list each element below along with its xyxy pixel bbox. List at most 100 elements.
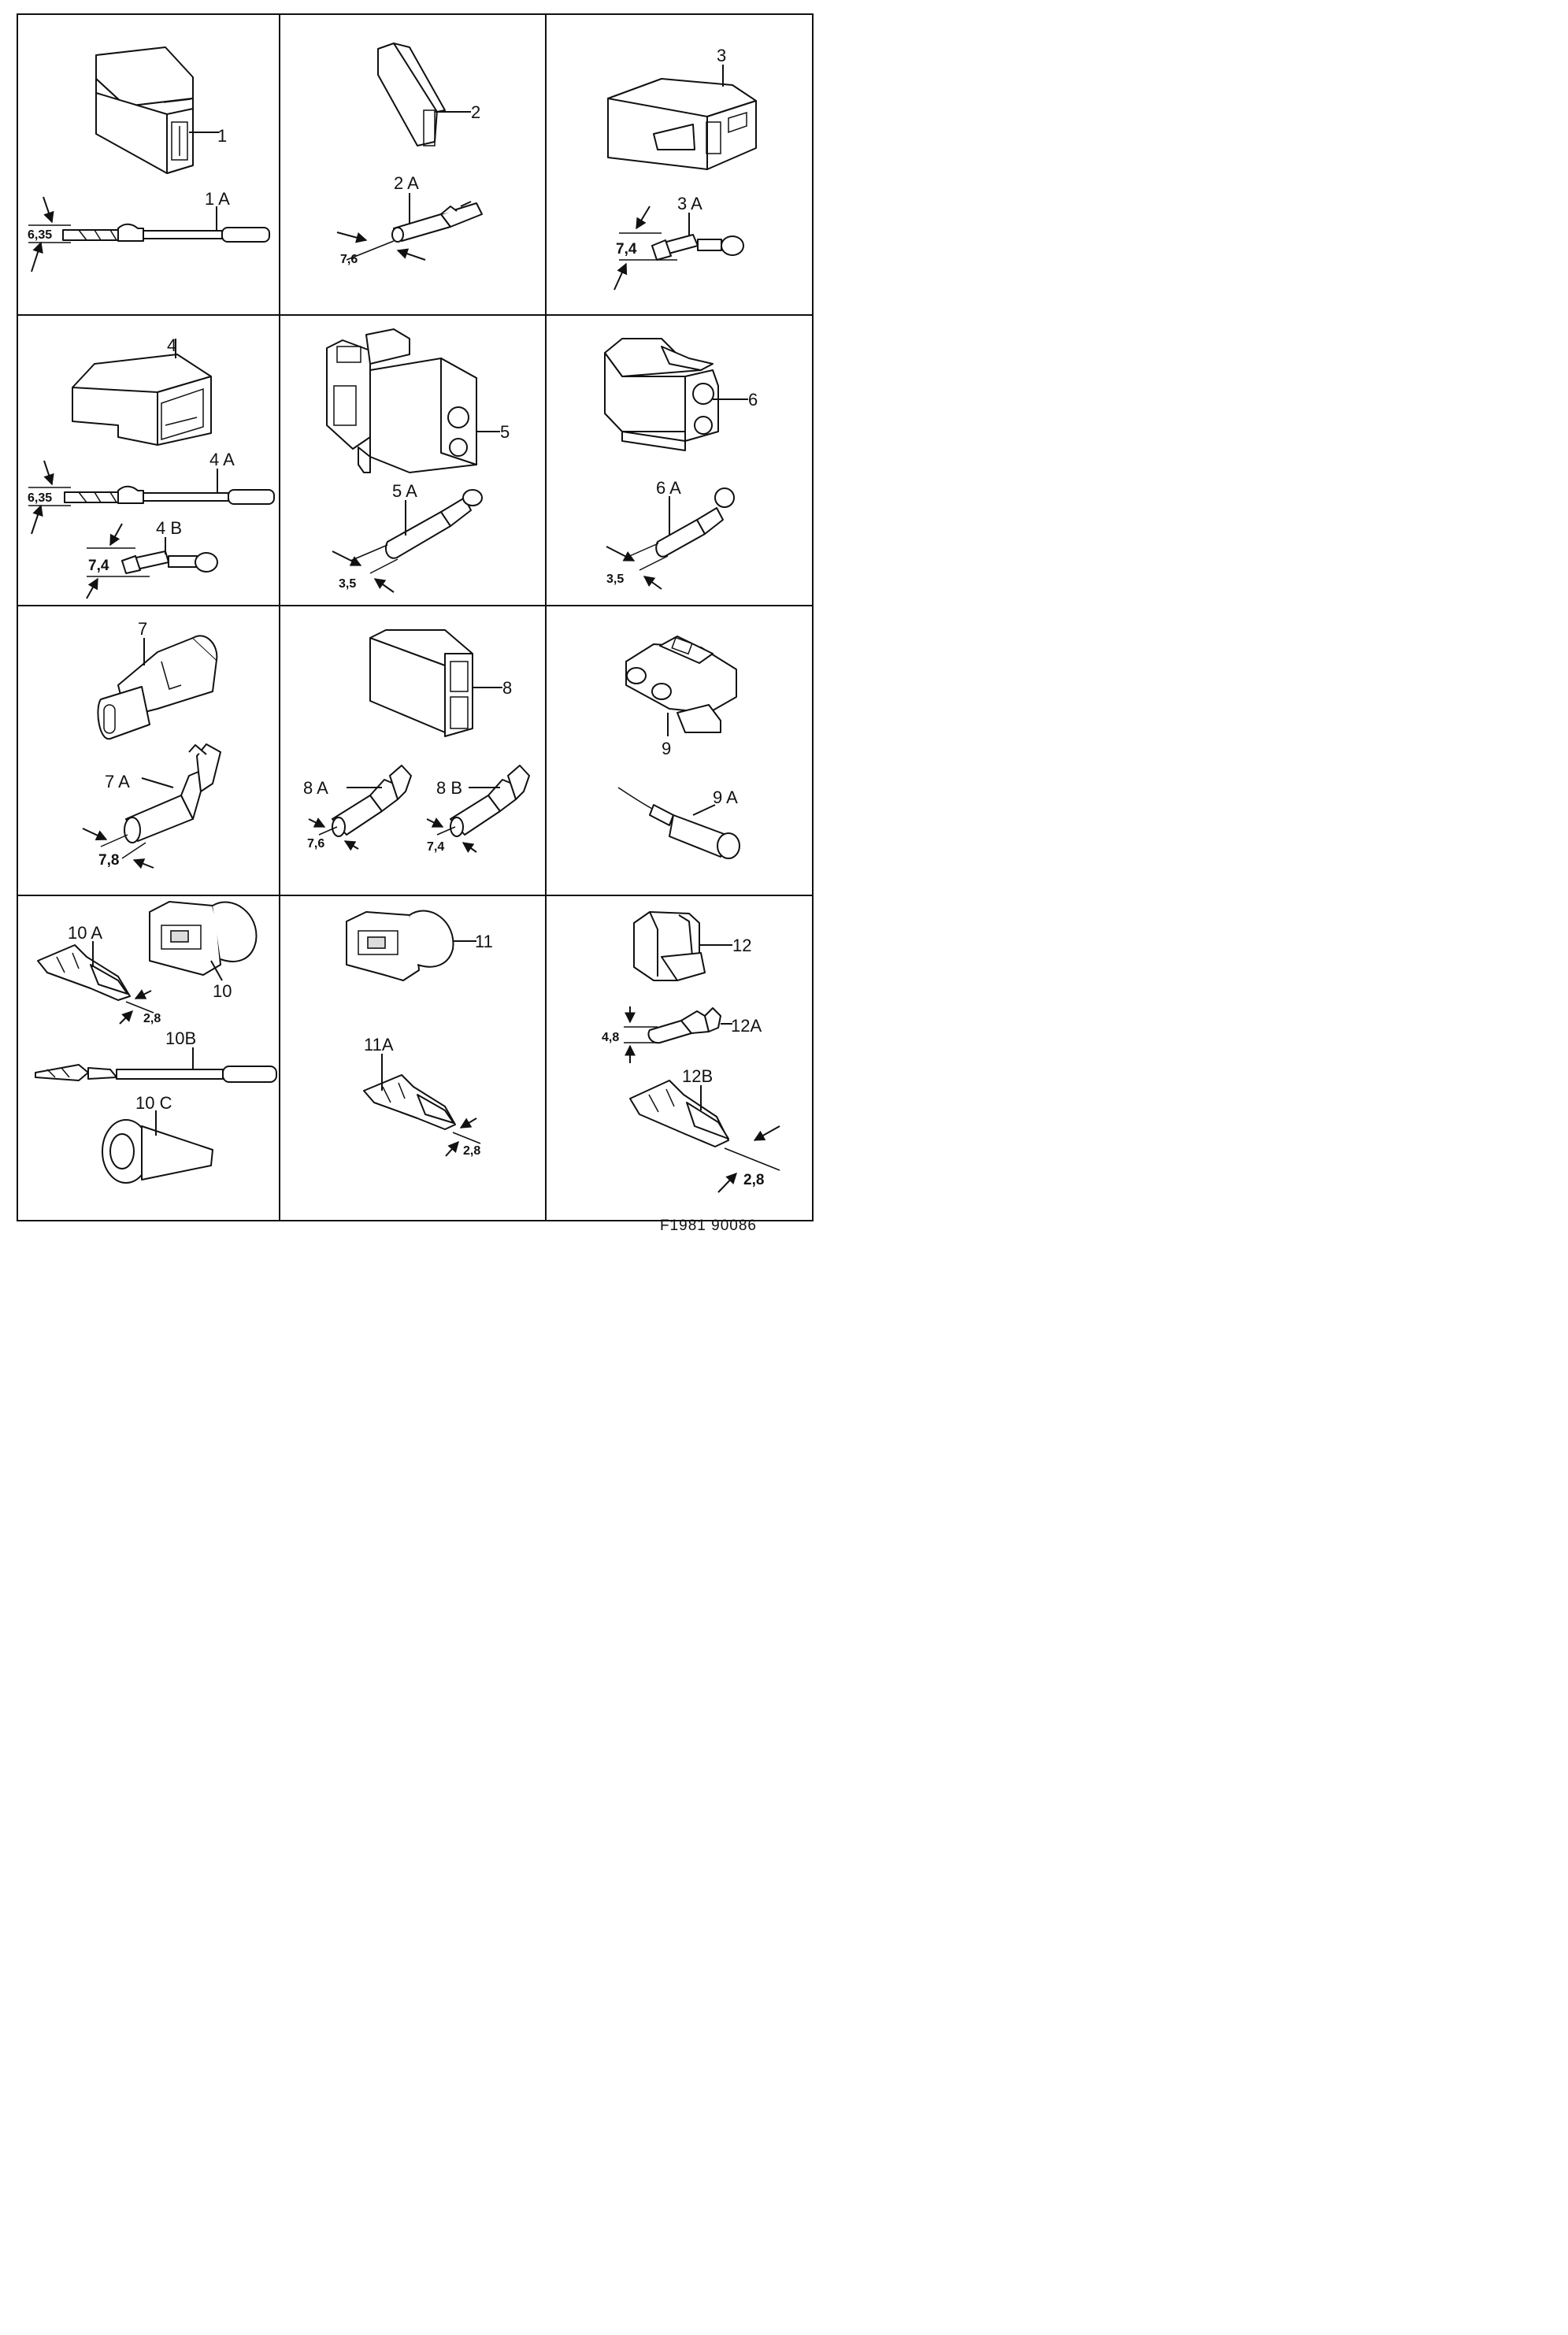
terminal-5a [384,489,483,559]
dimension-value-10a: 2,8 [143,1012,161,1025]
cell-11: 11 11A 2,8 [346,910,493,1158]
terminal-2a [391,193,483,243]
part-label-9a: 9 A [713,788,738,807]
dimension-value-4b: 7,4 [88,558,109,574]
connector-diagram-sheet: 1 1 A 6,35 2 [17,13,814,1234]
dimension-value-3a: 7,4 [616,241,637,258]
part-label-8b: 8 B [436,778,462,798]
connector-housing-5 [326,328,500,473]
part-label-12: 12 [732,936,751,955]
connector-housing-4 [72,339,212,446]
terminal-8b [450,765,530,837]
terminal-12a [647,1007,732,1044]
terminal-9a [617,787,740,859]
dimension-value-6a: 3,5 [606,573,624,586]
dimension-value-7a: 7,8 [98,852,119,869]
terminal-10a [37,941,131,1001]
connector-housing-2 [377,43,471,146]
part-label-1: 1 [217,126,227,146]
connector-housing-7 [97,635,218,740]
connector-housing-3 [607,65,757,170]
part-label-8a: 8 A [303,778,328,798]
dimension-1a: 6,35 [28,196,71,272]
part-label-8: 8 [502,678,512,698]
dimension-value-4a: 6,35 [28,491,52,505]
dimension-value-12a: 4,8 [602,1031,619,1044]
part-label-9: 9 [662,739,671,758]
part-label-3a: 3 A [677,194,702,213]
connector-housing-10 [149,901,258,981]
terminal-10b [35,1047,277,1083]
terminal-7a [124,743,221,843]
dimension-3a: 7,4 [613,206,677,291]
cell-10: 10 10 A 2,8 10B 10 C [35,901,277,1184]
cell-8: 8 8 A 7,6 8 B 7,4 [303,629,530,854]
part-label-4b: 4 B [156,518,182,538]
dimension-value-11a: 2,8 [463,1144,480,1158]
part-label-4: 4 [167,335,176,355]
part-label-7: 7 [138,619,147,639]
dimension-12a: 4,8 [602,1006,658,1063]
dimension-11a: 2,8 [445,1117,480,1158]
dimension-5a: 3,5 [332,544,398,593]
cell-12: 12 12A 4,8 12B 2,8 [602,911,780,1193]
part-label-10c: 10 C [135,1093,172,1113]
dimension-4b: 7,4 [86,523,150,599]
part-label-11: 11 [475,932,493,951]
cell-5: 5 5 A 3,5 [326,328,510,593]
dimension-value-12b: 2,8 [743,1172,764,1188]
cell-4: 4 4 A 6,35 4 B [28,335,275,599]
part-label-10b: 10B [165,1029,196,1048]
part-label-7a: 7 A [105,772,130,791]
grid-frame [17,13,814,1221]
part-label-12b: 12B [682,1066,713,1086]
part-label-5a: 5 A [392,481,417,501]
connector-housing-12 [633,911,732,981]
part-label-4a: 4 A [209,450,235,469]
connector-housing-6 [604,338,748,451]
connector-housing-1 [95,46,219,174]
dimension-8b: 7,4 [426,817,477,854]
terminal-1a [62,206,270,243]
boot-10c [102,1110,213,1184]
dimension-8a: 7,6 [307,817,359,851]
terminal-6a [655,487,735,558]
part-label-2: 2 [471,102,480,122]
part-label-2a: 2 A [394,173,419,193]
dimension-4a: 6,35 [28,460,71,535]
terminal-3a [651,213,744,261]
connector-housing-8 [369,629,502,737]
cell-9: 9 9 A [617,636,740,859]
dimension-value-8b: 7,4 [427,840,444,854]
dimension-7a: 7,8 [82,828,154,869]
terminal-4a [64,469,275,505]
cell-3: 3 3 A 7,4 [607,46,757,291]
dimension-value-5a: 3,5 [339,577,356,591]
terminal-4b [121,537,218,574]
terminal-8a [332,765,412,837]
cell-6: 6 6 A 3,5 [604,338,758,590]
cell-7: 7 7 A 7,8 [82,619,221,869]
dimension-value-8a: 7,6 [307,837,324,851]
terminal-11a [363,1054,456,1130]
part-label-12a: 12A [731,1016,762,1036]
part-label-6: 6 [748,390,758,410]
part-label-6a: 6 A [656,478,681,498]
part-label-10a: 10 A [68,923,102,943]
part-label-10: 10 [213,981,232,1001]
cell-1: 1 1 A 6,35 [28,46,270,272]
dimension-12b: 2,8 [717,1125,780,1193]
cell-2: 2 2 A 7,6 [336,43,483,266]
part-label-1a: 1 A [205,189,230,209]
figure-code: F1981 90086 [660,1218,757,1234]
dimension-value-2a: 7,6 [340,253,358,266]
connector-housing-11 [346,910,476,981]
dimension-2a: 7,6 [336,232,426,266]
terminal-12b [629,1080,729,1147]
dimension-value-1a: 6,35 [28,228,52,242]
dimension-6a: 3,5 [606,543,669,590]
part-label-5: 5 [500,422,510,442]
part-label-11a: 11A [364,1035,394,1054]
connector-housing-9 [625,636,737,736]
dimension-10a: 2,8 [119,989,161,1025]
